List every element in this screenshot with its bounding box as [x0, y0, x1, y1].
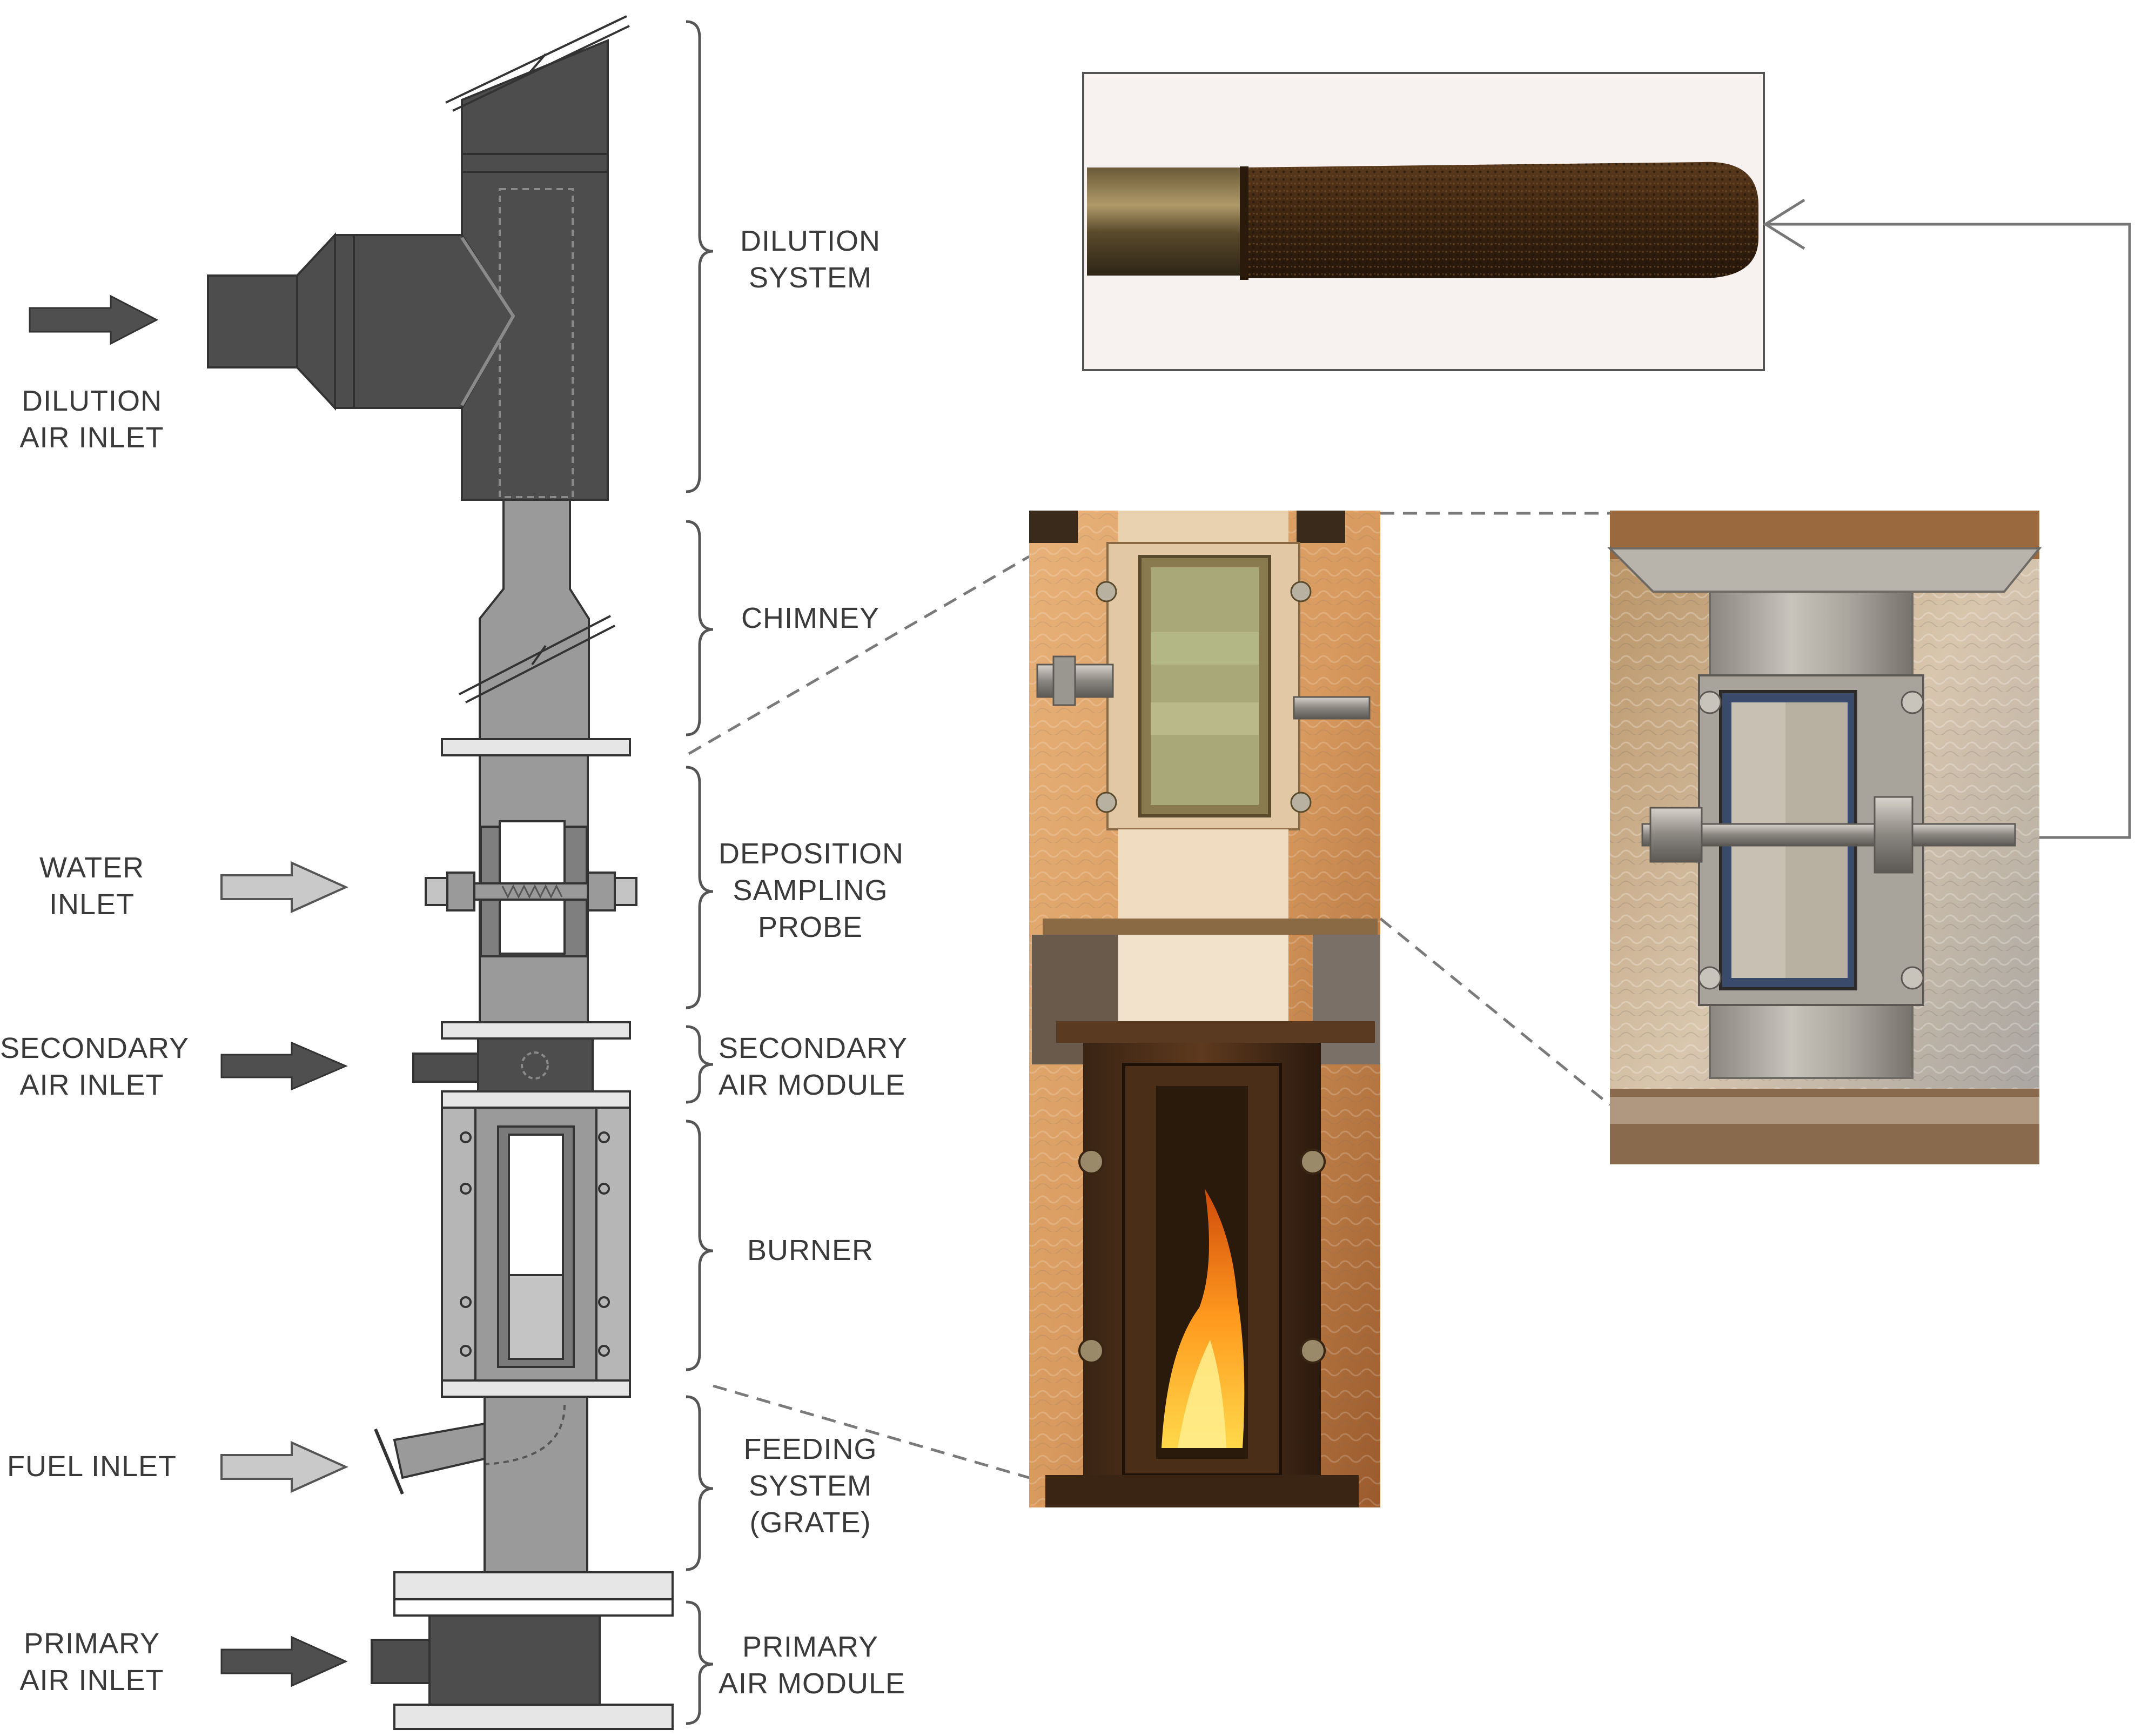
brace-chimney [686, 520, 714, 736]
section-braces [686, 20, 714, 1725]
water-arrow-icon [220, 861, 348, 914]
flange-chimney [441, 738, 631, 756]
connector-arrowhead-icon [1763, 198, 1805, 250]
brace-feeding-system [686, 1395, 714, 1571]
fuel-arrow-icon [220, 1440, 348, 1493]
brace-deposition-probe [686, 766, 714, 1009]
secondary-air-module-drawing [412, 1037, 594, 1092]
label-secondary-air-inlet: SECONDARY AIR INLET [0, 1032, 190, 1101]
primary-air-module-drawing [371, 1571, 674, 1730]
label-secondary-air-module: SECONDARY AIR MODULE [719, 1032, 908, 1101]
burner-drawing [441, 1107, 631, 1382]
secondary-air-arrow-icon [220, 1041, 348, 1091]
probe-deposit-photo [1082, 72, 1765, 371]
dilution-air-arrow-icon [29, 294, 159, 345]
label-dilution-system: DILUTION SYSTEM [740, 225, 881, 294]
brace-secondary-air-module [686, 1025, 714, 1104]
label-primary-air-inlet: PRIMARY AIR INLET [19, 1627, 164, 1697]
label-water-inlet: WATER INLET [39, 852, 144, 921]
label-chimney: CHIMNEY [741, 602, 879, 634]
label-primary-air-module: PRIMARY AIR MODULE [719, 1631, 906, 1700]
chimney-drawing [459, 499, 615, 741]
label-burner: BURNER [747, 1234, 874, 1266]
inlet-arrows [29, 294, 348, 1687]
flange-burner [441, 1379, 631, 1398]
brace-burner [686, 1120, 714, 1371]
flange-probe [441, 1021, 631, 1040]
leader-lines [688, 512, 1611, 1479]
feeding-system-drawing [374, 1396, 588, 1573]
deposition-probe-drawing [425, 754, 637, 1024]
reactor-schematic [207, 15, 674, 1730]
probe-connector [1763, 198, 2131, 839]
brace-primary-air-module [686, 1600, 714, 1725]
reactor-photo [1029, 511, 1380, 1507]
probe-module-photo [1607, 511, 2042, 1164]
flange-secondary [441, 1090, 631, 1109]
label-fuel-inlet: FUEL INLET [6, 1450, 177, 1483]
label-feeding-system-grate: FEEDING SYSTEM (GRATE) [743, 1433, 877, 1539]
primary-air-arrow-icon [220, 1636, 348, 1687]
dilution-system-drawing [207, 15, 630, 501]
brace-dilution-system [686, 20, 714, 493]
label-deposition-sampling-probe: DEPOSITION SAMPLING PROBE [719, 837, 904, 943]
label-dilution-air-inlet: DILUTION AIR INLET [19, 385, 164, 454]
